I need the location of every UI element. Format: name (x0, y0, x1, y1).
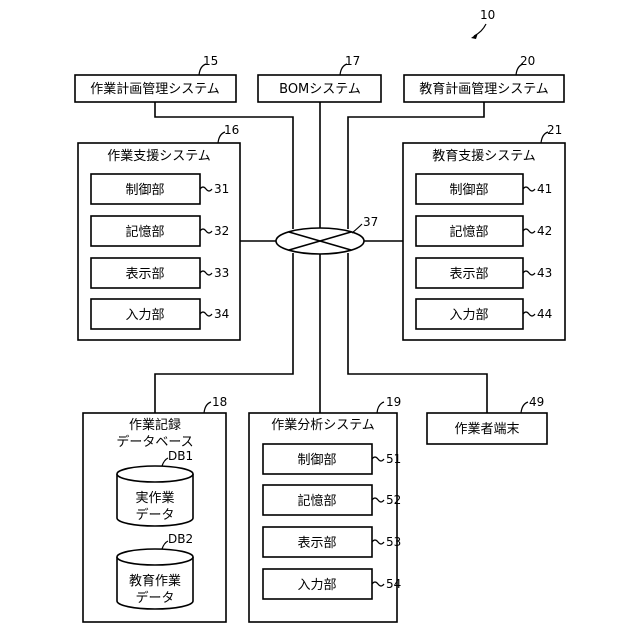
unit-label: 制御部 (297, 453, 336, 468)
edu-plan-system: 教育計画管理システム 20 (404, 54, 564, 102)
unit-label: 記憶部 (449, 224, 488, 240)
ref-leader (377, 402, 384, 413)
unit-label: 表示部 (125, 267, 164, 282)
work-support-system: 作業支援システム 16 制御部 31 記憶部 32 表示部 33 入力部 34 (78, 123, 240, 340)
figure-reference: 10 (471, 8, 495, 39)
hub-ref-leader (352, 224, 362, 233)
unit-label: 記憶部 (125, 224, 164, 240)
db2-top (117, 549, 193, 565)
db1-top (117, 466, 193, 482)
work-analysis-label: 作業分析システム (271, 417, 375, 433)
unit-label: 制御部 (449, 183, 488, 198)
work-support-ref: 16 (224, 123, 239, 137)
db1-label-line1: 実作業 (135, 490, 174, 506)
unit-label: 入力部 (125, 308, 164, 323)
work-plan-ref: 15 (203, 54, 218, 68)
bom-system: BOMシステム 17 (258, 54, 381, 102)
ref-leader (204, 402, 211, 413)
edu-plan-label: 教育計画管理システム (419, 81, 549, 97)
unit-label: 制御部 (125, 183, 164, 198)
unit-label: 表示部 (449, 267, 488, 282)
edu-plan-ref: 20 (520, 54, 535, 68)
unit-ref: 32 (214, 224, 229, 238)
work-record-ref: 18 (212, 395, 227, 409)
bom-ref: 17 (345, 54, 360, 68)
unit-ref: 51 (386, 452, 401, 466)
network-hub: 37 (276, 215, 378, 254)
ref-leader (521, 402, 528, 413)
work-analysis-system: 作業分析システム 19 制御部 51 記憶部 52 表示部 53 入力部 54 (249, 395, 401, 622)
work-record-label-line2: データベース (116, 434, 193, 450)
unit-label: 入力部 (449, 308, 488, 323)
work-plan-label: 作業計画管理システム (90, 81, 220, 97)
unit-label: 記憶部 (297, 493, 336, 509)
db2-id: DB2 (168, 532, 193, 546)
unit-ref: 44 (537, 307, 552, 321)
unit-ref: 31 (214, 182, 229, 196)
unit-ref: 33 (214, 266, 229, 280)
arrowhead-icon (471, 33, 478, 39)
worker-terminal-ref: 49 (529, 395, 544, 409)
work-record-database: 作業記録 データベース 18 実作業 データ DB1 教育作業 データ DB2 (83, 395, 227, 622)
unit-ref: 41 (537, 182, 552, 196)
hub-ref-label: 37 (363, 215, 378, 229)
db2-label-line2: データ (135, 590, 174, 606)
unit-ref: 34 (214, 307, 229, 321)
db1-label-line2: データ (135, 507, 174, 523)
work-support-label: 作業支援システム (107, 148, 211, 164)
unit-ref: 42 (537, 224, 552, 238)
edu-support-system: 教育支援システム 21 制御部 41 記憶部 42 表示部 43 入力部 44 (403, 123, 565, 340)
unit-ref: 53 (386, 535, 401, 549)
unit-label: 表示部 (297, 536, 336, 551)
figure-ref-label: 10 (480, 8, 495, 22)
unit-ref: 52 (386, 493, 401, 507)
bom-label: BOMシステム (279, 82, 361, 97)
unit-ref: 43 (537, 266, 552, 280)
work-plan-system: 作業計画管理システム 15 (75, 54, 236, 102)
db2-label-line1: 教育作業 (129, 573, 181, 589)
figure-ref-arrow (474, 24, 486, 36)
unit-label: 入力部 (297, 578, 336, 593)
work-analysis-ref: 19 (386, 395, 401, 409)
edu-support-label: 教育支援システム (432, 148, 536, 164)
db1-id: DB1 (168, 449, 193, 463)
work-record-label-line1: 作業記録 (129, 417, 181, 433)
worker-terminal-label: 作業者端末 (454, 421, 519, 437)
edu-support-ref: 21 (547, 123, 562, 137)
unit-ref: 54 (386, 577, 401, 591)
